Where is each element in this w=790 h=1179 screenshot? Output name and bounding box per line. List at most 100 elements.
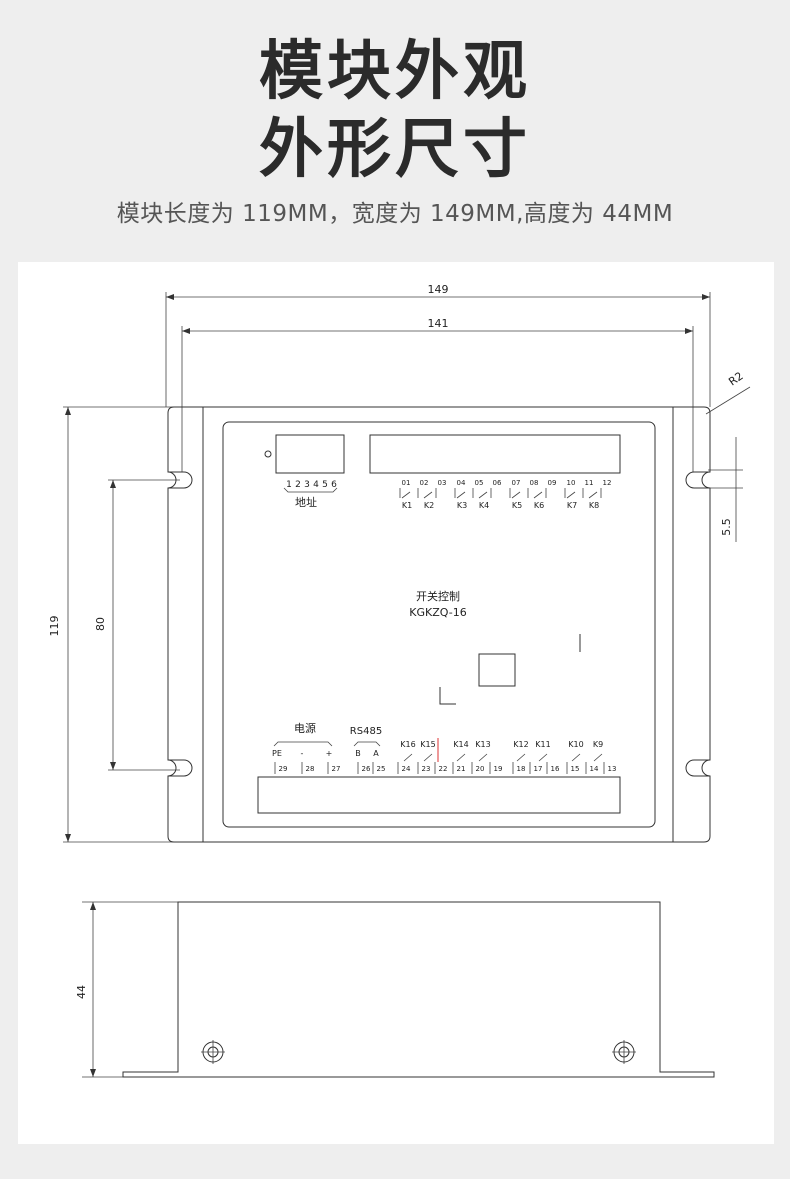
relay-contact [456, 753, 466, 762]
dim-label-radius: R2 [726, 369, 745, 388]
bottom-terminal-label: 24 [402, 765, 411, 773]
bottom-terminal-label: 26 [362, 765, 371, 773]
rs485-pin-label: A [373, 749, 379, 758]
arrow-bottom-44 [90, 1069, 96, 1077]
bottom-terminal-label: 29 [279, 765, 288, 773]
arrow-top-119 [65, 407, 71, 415]
dim-label-44: 44 [75, 985, 88, 999]
bottom-terminal-label: 28 [306, 765, 315, 773]
address-digit: 4 [313, 480, 319, 490]
rs485-label: RS485 [350, 726, 382, 737]
rs485-brace [353, 741, 381, 747]
bottom-terminal-label: 20 [476, 765, 485, 773]
power-pin-label: - [301, 749, 304, 758]
top-relay-label: K5 [512, 501, 522, 510]
bottom-relay-label: K16 [400, 740, 415, 749]
bottom-terminal-label: 19 [494, 765, 503, 773]
radius-leader [705, 386, 751, 415]
bottom-terminal-label: 18 [517, 765, 526, 773]
module-outline-side-view [122, 901, 715, 1078]
relay-contact [423, 753, 433, 762]
top-terminal-label: 04 [457, 479, 466, 487]
relay-contact [588, 491, 598, 499]
slot-right-bottom [685, 759, 710, 777]
arrow-bottom-119 [65, 834, 71, 842]
power-brace [273, 741, 333, 747]
bottom-relay-label: K10 [568, 740, 583, 749]
top-relay-label: K3 [457, 501, 467, 510]
relay-contact [593, 753, 603, 762]
bottom-terminal-label: 22 [439, 765, 448, 773]
relay-contact [516, 753, 526, 762]
address-switch [275, 434, 345, 474]
relay-contact [533, 491, 543, 499]
top-relay-label: K7 [567, 501, 577, 510]
top-terminal-label: 11 [585, 479, 594, 487]
top-terminal-label: 08 [530, 479, 539, 487]
relay-contact [566, 491, 576, 499]
bottom-terminal-label: 15 [571, 765, 580, 773]
device-name-label: 开关控制 [416, 589, 460, 603]
power-pin-label: PE [272, 749, 282, 758]
arrow-left-141 [182, 328, 190, 334]
relay-contact [403, 753, 413, 762]
top-terminal-label: 09 [548, 479, 557, 487]
power-rs485-pins: PE - + B A [272, 749, 379, 758]
arrow-right-149 [702, 294, 710, 300]
top-terminal-label: 05 [475, 479, 484, 487]
top-relay-label: K6 [534, 501, 544, 510]
top-terminal-block [369, 434, 621, 474]
relay-contact [511, 491, 521, 499]
bottom-relay-label: K15 [420, 740, 435, 749]
chip-component [478, 653, 516, 687]
indicator-led [264, 450, 272, 458]
top-terminal-label: 01 [402, 479, 411, 487]
bottom-terminal-label: 17 [534, 765, 543, 773]
bottom-relay-label: K14 [453, 740, 468, 749]
top-terminal-label: 02 [420, 479, 429, 487]
bottom-terminal-label: 23 [422, 765, 431, 773]
dimension-summary: 模块长度为 119MM，宽度为 149MM,高度为 44MM [116, 201, 674, 227]
corner-mark [439, 687, 456, 705]
top-relay-label: K4 [479, 501, 489, 510]
top-relay-label: K2 [424, 501, 434, 510]
arrow-left-149 [166, 294, 174, 300]
address-digit: 5 [322, 480, 328, 490]
power-pin-label: + [326, 749, 333, 758]
top-relay-label: K8 [589, 501, 599, 510]
arrow-bottom-80 [110, 762, 116, 770]
relay-contact [423, 491, 433, 499]
address-digit: 2 [295, 480, 301, 490]
dim-label-slot: 5.5 [720, 518, 733, 536]
top-terminal-label: 07 [512, 479, 521, 487]
bottom-terminal-label: 27 [332, 765, 341, 773]
dim-label-80: 80 [94, 617, 107, 631]
bottom-terminal-label: 21 [457, 765, 466, 773]
relay-contact [401, 491, 411, 499]
model-number-label: KGKZQ-16 [409, 606, 466, 619]
bottom-terminal-label: 13 [608, 765, 617, 773]
top-terminal-label: 03 [438, 479, 447, 487]
rs485-pin-label: B [355, 749, 361, 758]
relay-contact [571, 753, 581, 762]
module-outline-top-view [167, 406, 711, 843]
bottom-relay-label: K13 [475, 740, 490, 749]
top-terminal-label: 12 [603, 479, 612, 487]
top-terminal-label: 06 [493, 479, 502, 487]
relay-contact [456, 491, 466, 499]
bottom-relay-label: K11 [535, 740, 550, 749]
dim-label-149: 149 [428, 283, 449, 296]
bottom-terminal-label: 25 [377, 765, 386, 773]
relay-contact [538, 753, 548, 762]
dim-label-119: 119 [48, 616, 61, 637]
address-brace [283, 487, 338, 493]
page-title-line1: 模块外观 [259, 35, 531, 109]
slot-left-top [168, 471, 193, 489]
bottom-terminal-label: 16 [551, 765, 560, 773]
arrow-top-44 [90, 902, 96, 910]
